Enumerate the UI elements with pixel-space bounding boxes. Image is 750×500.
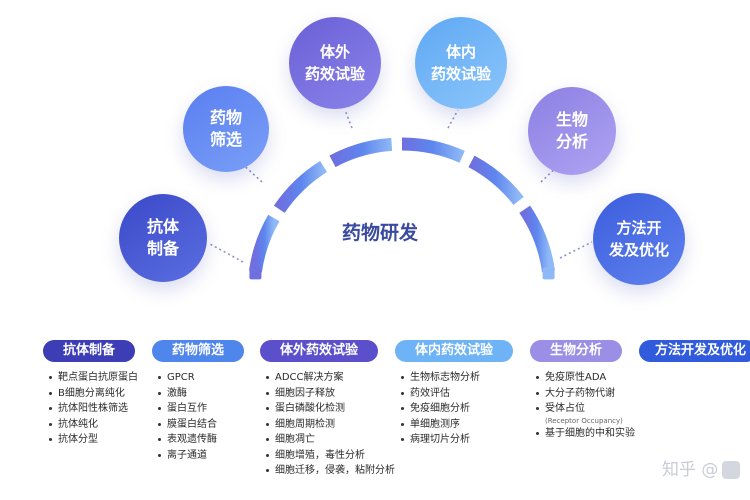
list-item: 蛋白磷酸化检测	[266, 401, 395, 417]
stage-circle-in-vivo: 体内 药效试验	[415, 17, 507, 109]
column-header: 药物筛选	[152, 340, 244, 362]
dotted-connector	[237, 159, 263, 183]
watermark-text: 知乎 @	[662, 460, 719, 480]
list-item: 膜蛋白结合	[158, 417, 244, 433]
list-item: 激酶	[158, 386, 244, 402]
arc-segment	[519, 205, 555, 273]
list-item: 抗体纯化	[49, 417, 138, 433]
arc-segment	[468, 155, 524, 205]
stage-circle-bioanalysis: 生物 分析	[528, 87, 616, 175]
list-item: 生物标志物分析	[401, 370, 513, 386]
list-item: 病理切片分析	[401, 432, 513, 448]
arc-segment	[249, 214, 280, 273]
list-item: 细胞因子释放	[266, 386, 395, 402]
dotted-connector	[344, 109, 353, 129]
arc-end-cap	[249, 267, 262, 280]
list-item: 离子通道	[158, 448, 244, 464]
list-item: 免疫细胞分析	[401, 401, 513, 417]
list-item: 抗体阳性株筛选	[49, 401, 138, 417]
list-item: 受体占位(Receptor Occupancy)	[536, 401, 635, 426]
arc-end-cap	[542, 267, 555, 280]
list-item: GPCR	[158, 370, 244, 386]
column-header: 方法开发及优化	[639, 340, 750, 362]
column-in-vivo: 体内药效试验 生物标志物分析药效评估免疫细胞分析单细胞测序病理切片分析	[395, 340, 513, 448]
dotted-connector	[447, 109, 459, 129]
arc-segment	[401, 137, 465, 163]
list-item: 免疫原性ADA	[536, 370, 635, 386]
list-item: 细胞周期检测	[266, 417, 395, 433]
list-item: 药效评估	[401, 386, 513, 402]
stage-circle-antibody-prep: 抗体 制备	[119, 194, 207, 282]
dotted-connector	[559, 241, 593, 259]
list-item: 单细胞测序	[401, 417, 513, 433]
arc-graphic	[209, 109, 593, 280]
list-item: 大分子药物代谢	[536, 386, 635, 402]
item-list: ADCC解决方案细胞因子释放蛋白磷酸化检测细胞周期检测细胞凋亡细胞增殖，毒性分析…	[260, 370, 395, 479]
list-item: 蛋白互作	[158, 401, 244, 417]
stage-circle-in-vitro: 体外 药效试验	[289, 17, 381, 109]
column-in-vitro: 体外药效试验 ADCC解决方案细胞因子释放蛋白磷酸化检测细胞周期检测细胞凋亡细胞…	[260, 340, 395, 479]
list-item: ADCC解决方案	[266, 370, 395, 386]
column-method-dev: 方法开发及优化	[639, 340, 750, 370]
arc-segment	[273, 160, 328, 213]
list-item: 抗体分型	[49, 432, 138, 448]
item-note: (Receptor Occupancy)	[545, 416, 623, 425]
stage-circle-method-dev: 方法开 发及优化	[593, 193, 685, 285]
column-header: 体内药效试验	[395, 340, 513, 362]
item-list: 生物标志物分析药效评估免疫细胞分析单细胞测序病理切片分析	[395, 370, 513, 448]
list-item: 细胞凋亡	[266, 432, 395, 448]
column-header: 生物分析	[530, 340, 622, 362]
stage-circle-drug-screening: 药物 筛选	[183, 86, 269, 172]
column-header: 抗体制备	[43, 340, 135, 362]
list-item: B细胞分离纯化	[49, 386, 138, 402]
watermark-badge-icon	[722, 461, 741, 479]
column-header: 体外药效试验	[260, 340, 378, 362]
list-item: 细胞迁移，侵袭，粘附分析	[266, 463, 395, 479]
dotted-connector	[209, 243, 244, 263]
list-item: 细胞增殖，毒性分析	[266, 448, 395, 464]
list-item: 基于细胞的中和实验	[536, 426, 635, 442]
arc-segment	[329, 137, 393, 168]
list-item: 表观遗传酶	[158, 432, 244, 448]
center-title: 药物研发	[341, 222, 418, 244]
watermark: 知乎 @	[662, 455, 741, 480]
list-item: 靶点蛋白抗原蛋白	[49, 370, 138, 386]
